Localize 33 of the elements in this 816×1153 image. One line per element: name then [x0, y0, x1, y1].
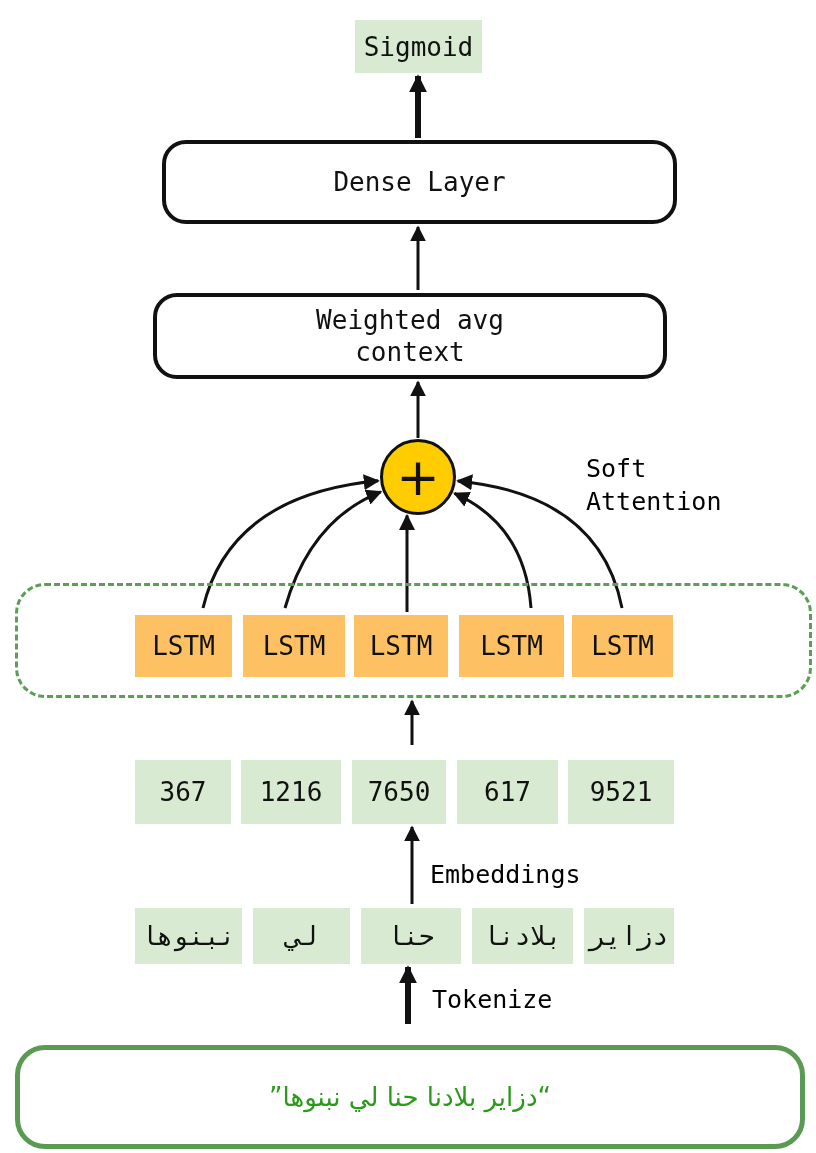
token-id-box: 9521	[568, 760, 674, 824]
output-box: Sigmoid	[355, 20, 482, 73]
lstm-box: LSTM	[459, 615, 564, 677]
lstm-box: LSTM	[135, 615, 232, 677]
token-box: بلادنا	[472, 908, 573, 964]
arrow	[456, 474, 624, 609]
annotation-label: Soft Attention	[586, 453, 723, 518]
arrow	[409, 74, 427, 138]
lstm-group-box	[15, 583, 812, 698]
arrow	[410, 380, 426, 438]
layer-box: Weighted avg context	[153, 293, 667, 379]
arrow	[399, 965, 417, 1024]
token-id-box: 1216	[241, 760, 341, 824]
layer-box: Dense Layer	[162, 140, 677, 224]
token-id-box: 617	[457, 760, 558, 824]
lstm-box: LSTM	[572, 615, 673, 677]
sentence-box: “دزاير بلادنا حنا لي نبنوها”	[15, 1045, 805, 1149]
sum-circle: +	[380, 439, 456, 515]
arrow	[399, 513, 415, 612]
token-id-box: 367	[135, 760, 231, 824]
lstm-box: LSTM	[354, 615, 448, 677]
arrow	[410, 225, 426, 290]
arrow	[404, 699, 420, 745]
token-id-box: 7650	[352, 760, 446, 824]
arrow	[283, 490, 383, 609]
arrow	[201, 474, 380, 609]
lstm-box: LSTM	[243, 615, 345, 677]
token-box: نبنوها	[135, 908, 242, 964]
arrow	[404, 825, 420, 904]
token-box: لي	[253, 908, 350, 964]
token-box: حنا	[361, 908, 461, 964]
token-box: دزاير	[584, 908, 674, 964]
arrow	[453, 492, 533, 609]
